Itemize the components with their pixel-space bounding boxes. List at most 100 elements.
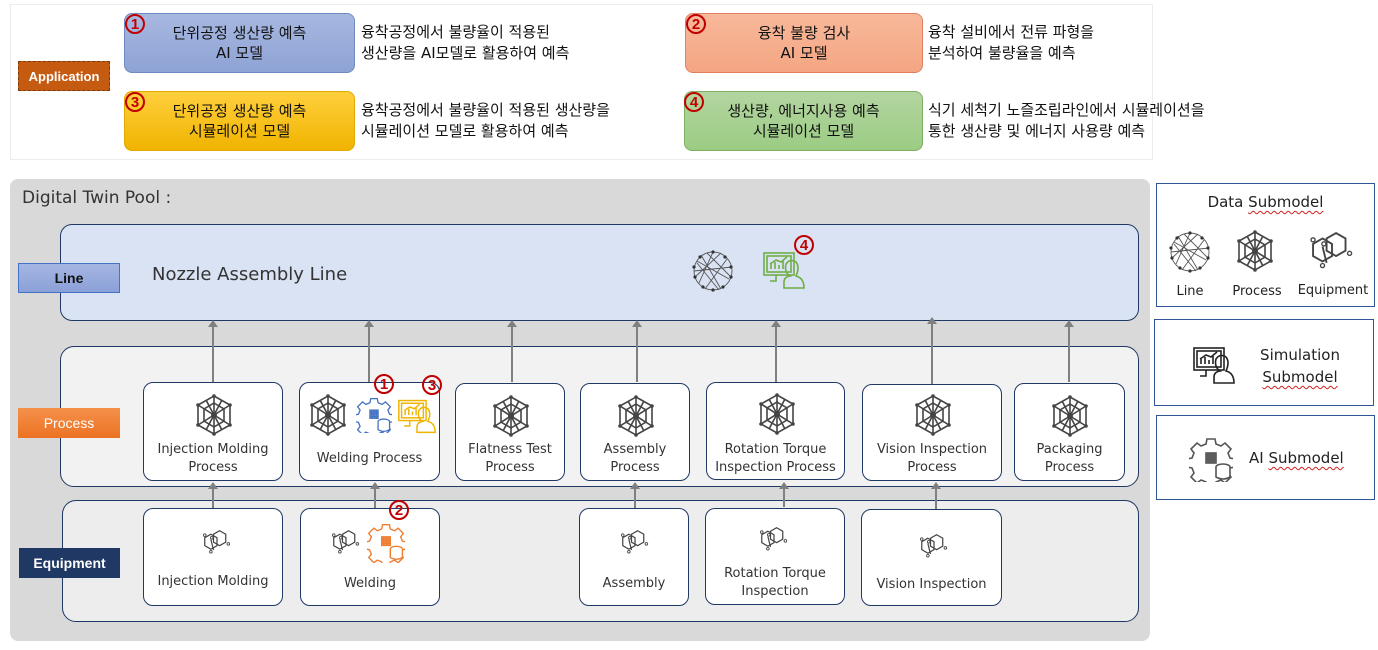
equipment-label-line1: Welding xyxy=(343,576,397,591)
app-item-3-title-line1: 단위공정 생산량 예측 xyxy=(172,102,307,120)
process-data-icon xyxy=(194,393,234,437)
arrow-up xyxy=(208,320,218,382)
pool-title: Digital Twin Pool : xyxy=(22,188,172,208)
equipment-data-icon xyxy=(759,526,789,554)
layer-tag-equipment: Equipment xyxy=(19,548,120,578)
equipment-card-injection-molding[interactable]: Injection Molding xyxy=(143,508,283,606)
process-card-welding[interactable]: Welding Process xyxy=(299,382,440,481)
app-item-3-title-line2: 시뮬레이션 모델 xyxy=(188,122,291,140)
equipment-card-vision-inspection[interactable]: Vision Inspection xyxy=(861,509,1002,606)
legend-ai-submodel: AI Submodel xyxy=(1156,415,1375,500)
app-item-1-desc-line2: 생산량을 AI모델로 활용하여 예측 xyxy=(361,44,570,62)
legend-simulation-line1: Simulation xyxy=(1260,346,1340,364)
equipment-card-welding[interactable]: Welding xyxy=(300,508,440,606)
arrow-up xyxy=(779,482,789,507)
ai-submodel-icon-orange xyxy=(367,521,405,563)
arrow-up xyxy=(931,482,941,509)
badge-4-icon: 4 xyxy=(684,92,704,112)
app-item-1-box: 단위공정 생산량 예측 AI 모델 xyxy=(124,13,355,73)
equipment-label-line2: Inspection xyxy=(741,584,809,599)
equipment-card-assembly[interactable]: Assembly xyxy=(579,508,689,606)
equipment-label-line1: Vision Inspection xyxy=(876,577,987,592)
equipment-data-icon xyxy=(620,529,650,557)
process-badge-1-icon: 1 xyxy=(374,374,394,394)
process-label-line2: Process xyxy=(188,460,238,475)
process-card-packaging[interactable]: Packaging Process xyxy=(1014,383,1125,481)
equipment-data-icon xyxy=(1309,230,1355,274)
process-label-line1: Flatness Test xyxy=(468,442,552,457)
process-data-icon xyxy=(308,393,348,437)
process-label-line1: Welding Process xyxy=(316,451,423,466)
equipment-card-rotation-torque[interactable]: Rotation Torque Inspection xyxy=(705,508,845,605)
line-name: Nozzle Assembly Line xyxy=(152,264,348,285)
app-item-1-title-line1: 단위공정 생산량 예측 xyxy=(172,24,307,42)
app-item-1-title-line2: AI 모델 xyxy=(215,44,264,62)
legend-label-process: Process xyxy=(1232,284,1282,299)
app-item-3-desc-line2: 시뮬레이션 모델로 활용하여 예측 xyxy=(361,122,569,140)
legend-ai-word1: AI xyxy=(1249,449,1264,467)
app-item-4-box: 생산량, 에너지사용 예측 시뮬레이션 모델 xyxy=(684,91,923,151)
process-card-flatness-test[interactable]: Flatness Test Process xyxy=(455,383,565,481)
process-label-line1: Packaging xyxy=(1036,442,1103,457)
line-layer-box xyxy=(60,224,1139,321)
application-tag: Application xyxy=(18,61,110,91)
equipment-label-line1: Assembly xyxy=(602,576,666,591)
app-item-4-desc-line1: 식기 세척기 노즐조립라인에서 시뮬레이션을 xyxy=(928,101,1205,119)
legend-data-title-word1: Data xyxy=(1207,193,1244,211)
process-label-line1: Injection Molding xyxy=(157,442,269,457)
process-data-icon xyxy=(1235,228,1275,274)
process-data-icon xyxy=(757,392,797,436)
app-item-1-desc: 융착공정에서 불량율이 적용된 생산량을 AI모델로 활용하여 예측 xyxy=(361,22,569,64)
arrow-up xyxy=(507,320,517,382)
process-label-line1: Vision Inspection xyxy=(876,442,988,457)
arrow-up xyxy=(1064,320,1074,382)
equipment-data-icon xyxy=(919,533,949,561)
process-card-assembly[interactable]: Assembly Process xyxy=(580,383,690,481)
app-item-2-box: 융착 불량 검사 AI 모델 xyxy=(685,13,923,73)
legend-simulation-line2-wrap: Submodel xyxy=(1250,368,1350,386)
legend-label-line: Line xyxy=(1176,284,1204,299)
badge-1-icon: 1 xyxy=(125,14,145,34)
legend-ai-title: AI Submodel xyxy=(1249,449,1344,467)
app-item-4-desc-line2: 통한 생산량 및 에너지 사용량 예측 xyxy=(928,122,1146,140)
simulation-submodel-icon-green xyxy=(762,250,806,290)
process-badge-3-icon: 3 xyxy=(422,375,442,395)
legend-data-title-word2: Submodel xyxy=(1248,193,1324,211)
layer-tag-process: Process xyxy=(18,408,120,438)
process-label-line2: Inspection Process xyxy=(715,460,836,475)
equipment-data-icon xyxy=(331,529,361,557)
equipment-label-line1: Injection Molding xyxy=(157,574,269,589)
process-card-vision-inspection[interactable]: Vision Inspection Process xyxy=(862,384,1002,481)
equipment-data-icon xyxy=(202,529,232,557)
process-label-line2: Process xyxy=(610,460,660,475)
app-item-2-desc-line2: 분석하여 불량율을 예측 xyxy=(928,44,1076,62)
layer-tag-line: Line xyxy=(18,263,120,293)
process-label-line2: Process xyxy=(485,460,535,475)
process-data-icon xyxy=(1050,394,1090,438)
arrow-up xyxy=(927,317,937,384)
arrow-up xyxy=(364,320,374,382)
app-item-4-title-line2: 시뮬레이션 모델 xyxy=(752,122,855,140)
legend-data-submodel: Data Submodel Line Process Equipment xyxy=(1156,183,1375,307)
legend-data-title: Data Submodel xyxy=(1157,193,1374,211)
badge-3-icon: 3 xyxy=(125,92,145,112)
process-data-icon xyxy=(491,394,531,438)
app-item-3-box: 단위공정 생산량 예측 시뮬레이션 모델 xyxy=(124,91,355,151)
line-data-icon xyxy=(691,249,735,293)
process-label-line2: Process xyxy=(907,460,957,475)
badge-2-icon: 2 xyxy=(686,14,706,34)
app-item-2-desc: 융착 설비에서 전류 파형을 분석하여 불량율을 예측 xyxy=(928,22,1094,64)
arrow-up xyxy=(208,482,218,509)
process-card-rotation-torque[interactable]: Rotation Torque Inspection Process xyxy=(706,382,845,480)
process-data-icon xyxy=(913,393,953,437)
app-item-3-desc: 융착공정에서 불량율이 적용된 생산량을 시뮬레이션 모델로 활용하여 예측 xyxy=(361,100,610,142)
line-badge-4-icon: 4 xyxy=(794,235,814,255)
arrow-up xyxy=(771,320,781,382)
process-card-injection-molding[interactable]: Injection Molding Process xyxy=(143,382,283,481)
process-data-icon xyxy=(616,394,656,438)
arrow-up xyxy=(370,482,380,509)
ai-submodel-icon-blue xyxy=(356,397,392,433)
ai-submodel-icon xyxy=(1189,436,1233,482)
app-item-4-title-line1: 생산량, 에너지사용 예측 xyxy=(727,102,880,120)
arrow-up xyxy=(632,320,642,382)
